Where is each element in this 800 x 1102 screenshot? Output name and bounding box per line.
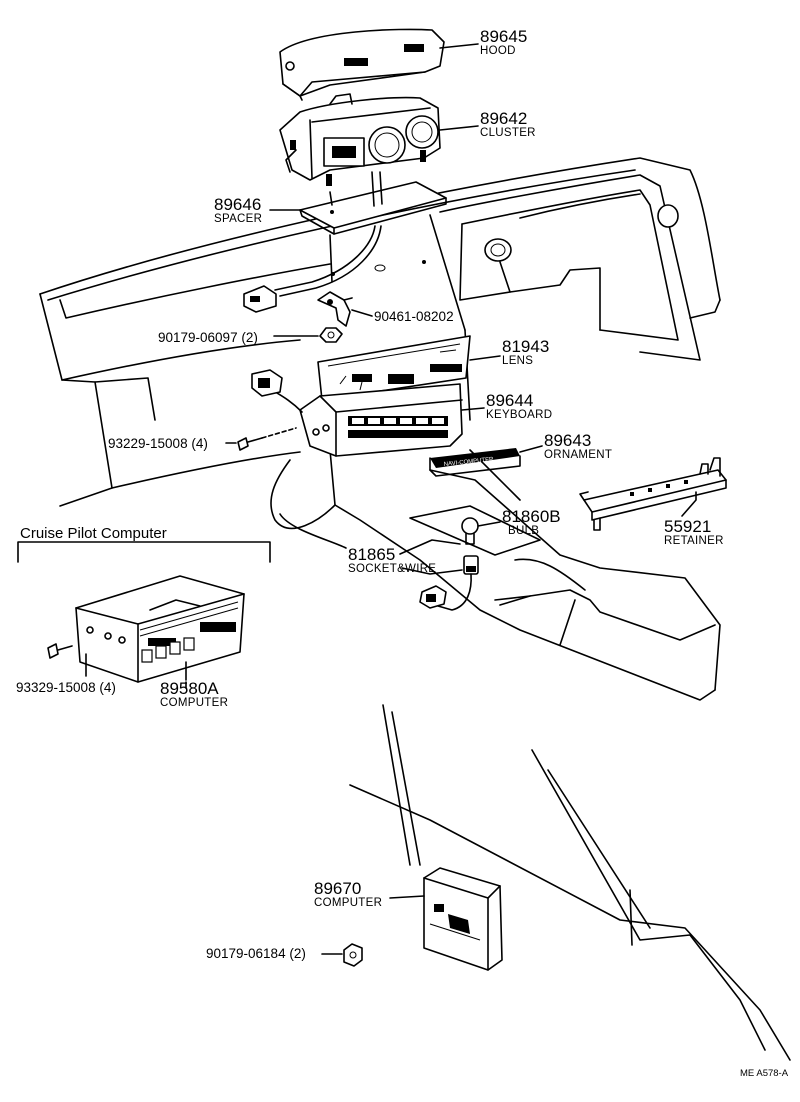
screw-lower-part (47, 643, 73, 659)
bulb-name: BULB (508, 525, 539, 537)
cluster-number: 89642 (480, 109, 527, 128)
screw-lower-number: 93329-15008 (4) (16, 680, 116, 695)
computer-b-number: 89670 (314, 879, 361, 898)
retainer-part (579, 457, 727, 531)
computer-b-part (423, 867, 503, 971)
screw-upper-part (237, 427, 297, 451)
bulb-number: 81860B (502, 507, 561, 526)
hood-part (279, 28, 445, 101)
cluster-name: CLUSTER (480, 127, 536, 139)
keyboard-name: KEYBOARD (486, 409, 552, 421)
label-retainer: 55921 RETAINER (664, 517, 724, 547)
ornament-label: NAVI-COMPUTER (444, 457, 495, 468)
label-computer-a: 89580A COMPUTER (160, 679, 228, 709)
wire-harness (243, 225, 382, 313)
part-labels: 89645 HOOD 89642 CLUSTER 89646 SPACER 90… (16, 27, 789, 1079)
keyboard-part (299, 383, 463, 457)
spacer-part (299, 171, 447, 283)
socket-number: 81865 (348, 545, 395, 564)
leader-lines (85, 43, 697, 955)
nut-upper-number: 90179-06097 (2) (158, 330, 258, 345)
computer-a-number: 89580A (160, 679, 219, 698)
lens-part (317, 335, 471, 401)
computer-a-part (75, 575, 245, 683)
keyboard-number: 89644 (486, 391, 533, 410)
center-console (270, 449, 721, 701)
spacer-number: 89646 (214, 195, 261, 214)
label-computer-b: 89670 COMPUTER (314, 879, 382, 909)
nut-lower-part (343, 943, 363, 967)
nut-lower-number: 90179-06184 (2) (206, 946, 306, 961)
ornament-name: ORNAMENT (544, 449, 612, 461)
cruise-pilot-title: Cruise Pilot Computer (20, 525, 167, 542)
label-cluster: 89642 CLUSTER (480, 109, 536, 139)
nut-upper-part (319, 327, 343, 343)
socket-wire-part (419, 555, 479, 611)
retainer-number: 55921 (664, 517, 711, 536)
spacer-name: SPACER (214, 213, 262, 225)
label-ornament: 89643 ORNAMENT (544, 431, 612, 461)
keyboard-wire (251, 369, 303, 413)
label-hood: 89645 HOOD (480, 27, 527, 57)
lens-number: 81943 (502, 337, 549, 356)
hood-name: HOOD (480, 45, 516, 57)
dashboard-outline (39, 157, 721, 507)
socket-name: SOCKET&WIRE (348, 563, 436, 575)
label-spacer: 89646 SPACER (214, 195, 262, 225)
hood-number: 89645 (480, 27, 527, 46)
label-keyboard: 89644 KEYBOARD (486, 391, 552, 421)
cruise-section-frame (17, 541, 271, 563)
bulb-part (461, 517, 479, 545)
label-lens: 81943 LENS (502, 337, 549, 367)
computer-a-name: COMPUTER (160, 697, 228, 709)
label-socket: 81865 SOCKET&WIRE (348, 545, 436, 575)
ornament-part: NAVI-COMPUTER (429, 448, 521, 477)
screw-upper-number: 93229-15008 (4) (108, 436, 208, 451)
bracket-number: 90461-08202 (374, 309, 454, 324)
retainer-name: RETAINER (664, 535, 724, 547)
bracket-part (317, 291, 353, 327)
floor-outline (349, 704, 791, 1061)
figure-reference: ME A578-A (740, 1068, 789, 1079)
cluster-part (279, 93, 441, 186)
lens-name: LENS (502, 355, 533, 367)
computer-b-name: COMPUTER (314, 897, 382, 909)
label-bulb: 81860B BULB (502, 507, 561, 537)
ornament-number: 89643 (544, 431, 591, 450)
